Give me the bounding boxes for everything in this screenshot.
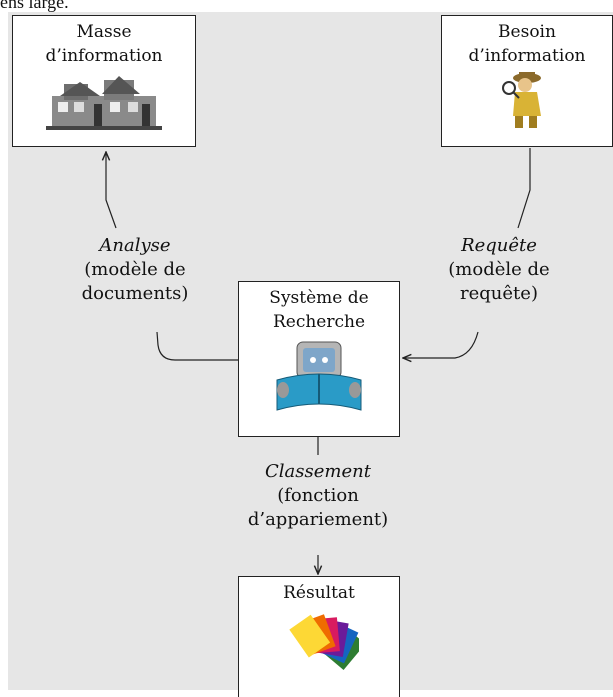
requete-title: Requête (461, 235, 537, 256)
edge-analyse-upper (106, 152, 117, 229)
node-masse-line1: Masse (76, 22, 132, 42)
node-systeme-line1: Système de (269, 288, 369, 308)
node-resultat: Résultat (238, 576, 400, 697)
analyse-line2: documents) (81, 283, 189, 304)
node-masse-line2: d’information (45, 46, 163, 66)
node-masse-information: Masse d’information (12, 15, 196, 147)
classement-line2: d’appariement) (247, 509, 389, 530)
node-resultat-line1: Résultat (283, 583, 355, 603)
header-fragment: ens large. (0, 0, 69, 12)
detective-icon (502, 72, 541, 128)
edge-label-requete: Requête (modèle de requête) (424, 234, 574, 306)
building-icon (46, 76, 162, 130)
node-besoin-line2: d’information (468, 46, 586, 66)
requete-line1: (modèle de (448, 259, 550, 280)
edge-requete-upper (517, 148, 531, 229)
classement-title: Classement (265, 461, 371, 482)
requete-line2: requête) (460, 283, 538, 304)
edge-requete-lower (403, 331, 479, 358)
classement-line1: (fonction (277, 485, 359, 506)
document-fan-icon (289, 614, 366, 670)
node-besoin-line1: Besoin (498, 22, 556, 42)
edge-analyse-lower (156, 331, 238, 361)
node-systeme-line2: Recherche (272, 312, 366, 332)
node-systeme-recherche: Système de Recherche (238, 281, 400, 437)
edge-label-classement: Classement (fonction d’appariement) (218, 460, 418, 532)
computer-reading-icon (276, 341, 362, 411)
analyse-title: Analyse (99, 235, 171, 256)
analyse-line1: (modèle de (84, 259, 186, 280)
node-besoin-information: Besoin d’information (441, 15, 613, 147)
edge-label-analyse: Analyse (modèle de documents) (60, 234, 210, 306)
